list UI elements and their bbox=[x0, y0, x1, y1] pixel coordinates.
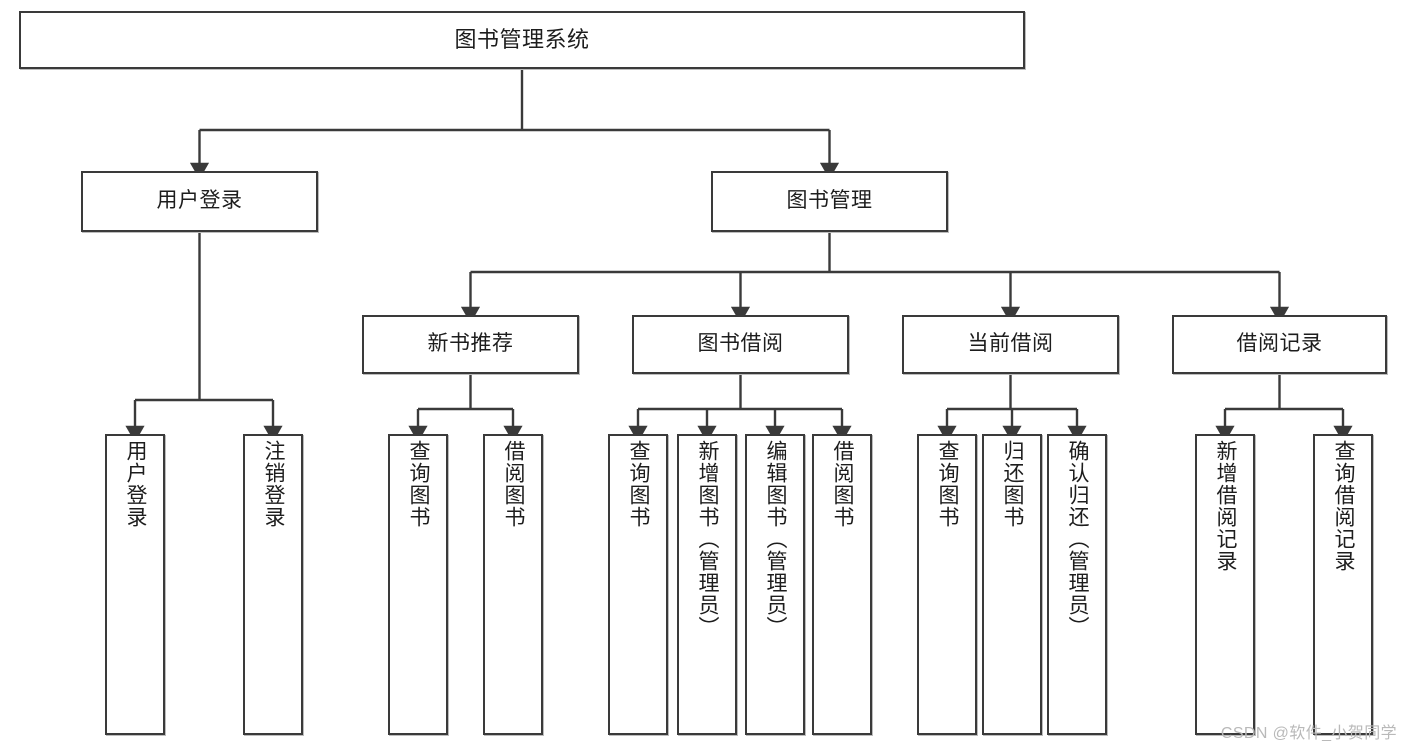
node-leaf-add-record[interactable]: 新增借阅记录 bbox=[1195, 434, 1255, 735]
node-book-borrow-label: 图书借阅 bbox=[697, 332, 784, 356]
node-leaf-borrow-book-1-label: 借阅图书 bbox=[502, 440, 526, 528]
node-current-borrow-label: 当前借阅 bbox=[967, 332, 1054, 356]
node-leaf-logout[interactable]: 注销登录 bbox=[243, 434, 303, 735]
node-leaf-confirm-return[interactable]: 确认归还（管理员） bbox=[1047, 434, 1107, 735]
node-leaf-edit-book-label: 编辑图书（管理员） bbox=[764, 440, 788, 638]
node-user-login-label: 用户登录 bbox=[156, 189, 243, 213]
node-leaf-query-book-3-label: 查询图书 bbox=[936, 440, 960, 528]
node-borrow-record-label: 借阅记录 bbox=[1236, 332, 1323, 356]
node-leaf-return-book[interactable]: 归还图书 bbox=[982, 434, 1042, 735]
node-leaf-borrow-book-2-label: 借阅图书 bbox=[831, 440, 855, 528]
node-leaf-query-record-label: 查询借阅记录 bbox=[1332, 440, 1356, 572]
node-user-login[interactable]: 用户登录 bbox=[81, 171, 318, 232]
node-leaf-query-book-2-label: 查询图书 bbox=[627, 440, 651, 528]
node-leaf-user-login-label: 用户登录 bbox=[124, 440, 148, 528]
node-leaf-logout-label: 注销登录 bbox=[262, 440, 286, 528]
node-borrow-record[interactable]: 借阅记录 bbox=[1172, 315, 1387, 374]
node-leaf-query-book-1-label: 查询图书 bbox=[407, 440, 431, 528]
node-leaf-query-book-1[interactable]: 查询图书 bbox=[388, 434, 448, 735]
node-leaf-borrow-book-2[interactable]: 借阅图书 bbox=[812, 434, 872, 735]
node-leaf-add-record-label: 新增借阅记录 bbox=[1214, 440, 1238, 572]
node-leaf-user-login[interactable]: 用户登录 bbox=[105, 434, 165, 735]
node-current-borrow[interactable]: 当前借阅 bbox=[902, 315, 1119, 374]
csdn-watermark: CSDN @软件_小贺同学 bbox=[1220, 725, 1397, 742]
node-leaf-query-record[interactable]: 查询借阅记录 bbox=[1313, 434, 1373, 735]
node-leaf-query-book-2[interactable]: 查询图书 bbox=[608, 434, 668, 735]
node-leaf-add-book-label: 新增图书（管理员） bbox=[696, 440, 720, 638]
node-new-book-recommend-label: 新书推荐 bbox=[427, 332, 514, 356]
node-book-manage[interactable]: 图书管理 bbox=[711, 171, 948, 232]
node-root[interactable]: 图书管理系统 bbox=[19, 11, 1025, 69]
node-leaf-return-book-label: 归还图书 bbox=[1001, 440, 1025, 528]
node-book-manage-label: 图书管理 bbox=[786, 189, 873, 213]
node-leaf-confirm-return-label: 确认归还（管理员） bbox=[1066, 440, 1090, 638]
node-leaf-query-book-3[interactable]: 查询图书 bbox=[917, 434, 977, 735]
node-book-borrow[interactable]: 图书借阅 bbox=[632, 315, 849, 374]
node-leaf-borrow-book-1[interactable]: 借阅图书 bbox=[483, 434, 543, 735]
node-leaf-add-book[interactable]: 新增图书（管理员） bbox=[677, 434, 737, 735]
node-new-book-recommend[interactable]: 新书推荐 bbox=[362, 315, 579, 374]
node-leaf-edit-book[interactable]: 编辑图书（管理员） bbox=[745, 434, 805, 735]
node-root-label: 图书管理系统 bbox=[454, 27, 590, 53]
